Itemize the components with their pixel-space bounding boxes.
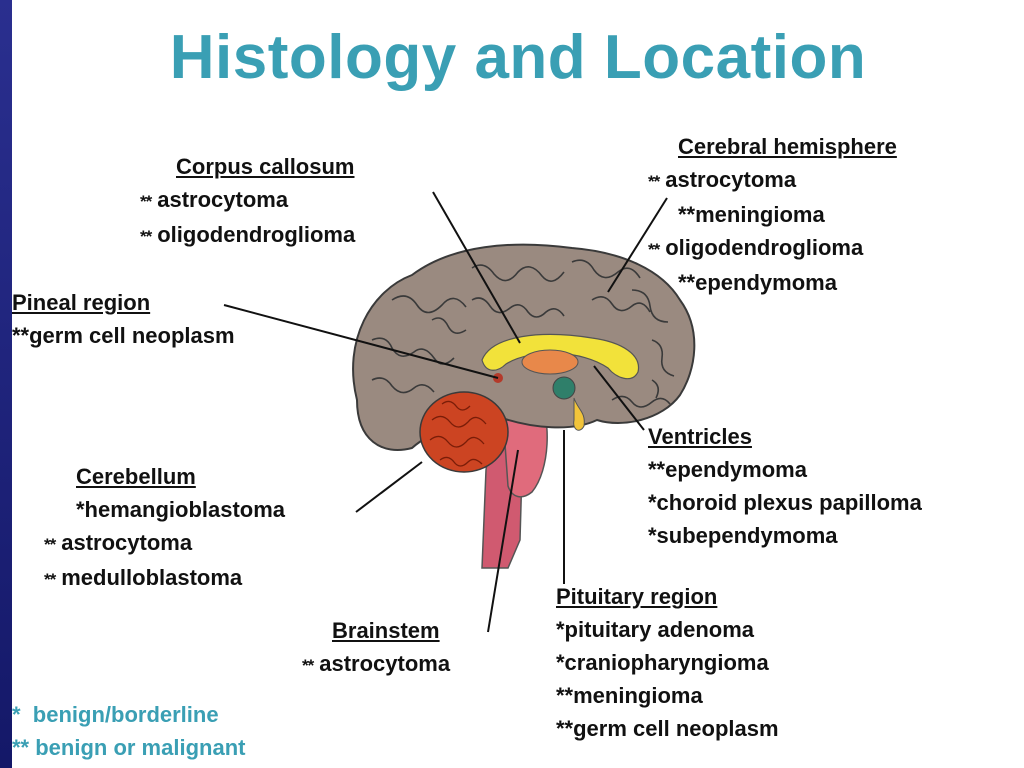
- cerebral-item-4: **ependymoma: [678, 270, 837, 295]
- brainstem-heading: Brainstem: [332, 618, 440, 643]
- thalamus-shape: [521, 349, 579, 375]
- cerebellum-item-3: **medulloblastoma: [44, 565, 243, 590]
- label-cerebral-hemisphere: Cerebral hemisphere **astrocytoma **meni…: [648, 130, 897, 299]
- cerebellum-item-1: *hemangioblastoma: [76, 497, 286, 522]
- legend: * benign/borderline ** benign or maligna…: [12, 698, 245, 764]
- pituitary-item-2: *craniopharyngioma: [556, 650, 769, 675]
- legend-malignant: ** benign or malignant: [12, 735, 246, 760]
- corpus-callosum-heading: Corpus callosum: [176, 154, 355, 179]
- cerebral-heading: Cerebral hemisphere: [678, 134, 897, 159]
- pituitary-item-3: **meningioma: [556, 683, 703, 708]
- pineal-heading: Pineal region: [12, 290, 151, 315]
- label-pituitary-region: Pituitary region *pituitary adenoma *cra…: [556, 580, 779, 745]
- gyri-lines: [371, 259, 675, 408]
- brain-illustration: [223, 191, 696, 633]
- cerebellum-heading: Cerebellum: [76, 464, 196, 489]
- label-brainstem: Brainstem **astrocytoma: [302, 614, 450, 682]
- cerebellum-shape: [419, 391, 509, 473]
- ventricles-item-3: *subependymoma: [648, 523, 838, 548]
- corpus-item-1: **astrocytoma: [140, 187, 289, 212]
- brainstem-item-1: **astrocytoma: [302, 651, 451, 676]
- pointer-corpus: [432, 191, 521, 344]
- pituitary-heading: Pituitary region: [556, 584, 718, 609]
- pituitary-shape: [573, 397, 585, 431]
- pointer-lines: [223, 191, 668, 633]
- cerebral-item-2: **meningioma: [678, 202, 825, 227]
- corpus-callosum-shape: [481, 333, 640, 380]
- ventricles-heading: Ventricles: [648, 424, 752, 449]
- pineal-item-1: **germ cell neoplasm: [12, 323, 235, 348]
- page-title: Histology and Location: [169, 23, 867, 92]
- corpus-item-2: **oligodendroglioma: [140, 222, 356, 247]
- cerebral-item-3: **oligodendroglioma: [648, 235, 864, 260]
- pointer-cerebral: [607, 197, 668, 293]
- hypothalamus-shape: [552, 376, 576, 400]
- label-pineal-region: Pineal region **germ cell neoplasm: [12, 286, 235, 352]
- label-cerebellum: Cerebellum *hemangioblastoma **astrocyto…: [44, 460, 285, 596]
- cerebellum-folia: [429, 400, 487, 467]
- ventricles-item-2: *choroid plexus papilloma: [648, 490, 922, 515]
- pointer-brainstem: [487, 449, 519, 633]
- slide-side-bar: [0, 0, 12, 768]
- slide: Histology and Location: [12, 0, 1024, 768]
- cerebellum-item-2: **astrocytoma: [44, 530, 193, 555]
- label-corpus-callosum: Corpus callosum **astrocytoma **oligoden…: [140, 150, 355, 253]
- pointer-ventricles: [593, 365, 645, 431]
- pituitary-item-4: **germ cell neoplasm: [556, 716, 779, 741]
- pituitary-item-1: *pituitary adenoma: [556, 617, 755, 642]
- cerebral-item-1: **astrocytoma: [648, 167, 797, 192]
- legend-benign: * benign/borderline: [12, 702, 219, 727]
- ventricles-item-1: **ependymoma: [648, 457, 807, 482]
- label-ventricles: Ventricles **ependymoma *choroid plexus …: [648, 420, 922, 552]
- pointer-cerebellum: [355, 461, 423, 513]
- pointer-pineal: [223, 304, 499, 379]
